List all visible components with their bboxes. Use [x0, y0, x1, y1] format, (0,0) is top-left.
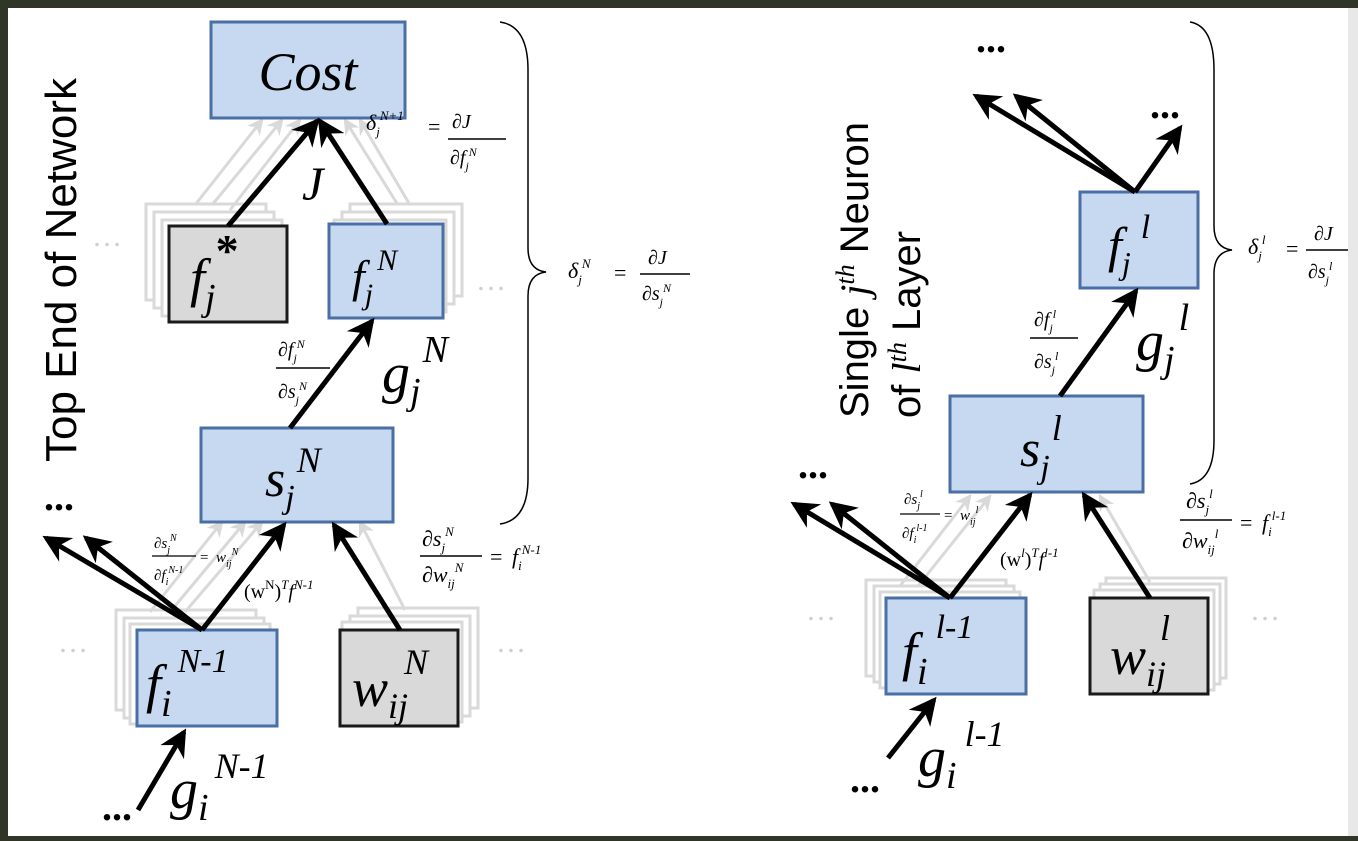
weighted-sum-box [199, 426, 395, 524]
neuron-weighted-sum-label: sjl [1020, 408, 1062, 486]
cost-function-label: J [302, 158, 326, 211]
svg-text:∂wijN: ∂wijN [422, 560, 465, 591]
more-outputs-ellipsis: ... [44, 474, 74, 519]
right-arrows [790, 93, 1183, 760]
svg-text:=: = [1286, 236, 1298, 261]
svg-text:∂sjl: ∂sjl [1034, 349, 1059, 377]
svg-text:fiN-1: fiN-1 [512, 542, 541, 573]
svg-text:∂sjN: ∂sjN [422, 524, 455, 555]
delta-layer-equation: δjN = ∂J ∂sjN [568, 247, 690, 309]
svg-text:=: = [428, 114, 440, 139]
svg-text:∂J: ∂J [1314, 223, 1334, 245]
svg-text:=: = [200, 550, 208, 566]
previous-activation-function-label: giN-1 [170, 746, 269, 829]
weight-label: wijN [352, 642, 430, 726]
svg-text:=: = [490, 544, 502, 569]
right-title-line-2: of lth Layer [883, 231, 929, 418]
svg-text:wijl: wijl [960, 505, 979, 528]
more-outputs-ellipsis: ... [798, 442, 828, 487]
neuron-weighted-sum-box [948, 394, 1145, 494]
neuron-activation-function-label: gjl [1136, 297, 1189, 381]
neuron-weighted-sum-expression: (wl)Tfl-1 [1000, 545, 1059, 571]
neuron-weight-box [1088, 596, 1210, 696]
svg-text:∂fjN: ∂fjN [450, 145, 478, 173]
right-title-line-1: Single jth Neuron [831, 122, 877, 418]
svg-text:∂sjN: ∂sjN [154, 533, 178, 556]
more-outputs-ellipsis: ... [1150, 82, 1180, 127]
more-inputs-ellipsis: ... [102, 784, 132, 829]
svg-text:∂fjN: ∂fjN [278, 337, 306, 365]
ghost-ellipsis: … [496, 626, 526, 659]
weight-derivative: ∂sjN ∂wijN = fiN-1 [420, 524, 541, 591]
neuron-delta-equation: δjl = ∂J ∂sjl [1248, 223, 1356, 287]
neuron-input-box [884, 596, 1028, 696]
svg-text:∂fjl: ∂fjl [1034, 307, 1057, 335]
left-title: Top End of Network [37, 77, 86, 462]
right-panel: … … fjl sjl fil-1 wijl gjl gil-1 [790, 16, 1356, 801]
activation-derivative: ∂fjN ∂sjN [276, 337, 330, 407]
neuron-brace [1189, 21, 1233, 485]
svg-text:∂wijl: ∂wijl [1182, 526, 1219, 557]
svg-text:∂sjN: ∂sjN [642, 281, 672, 309]
ghost-ellipsis: … [92, 220, 122, 253]
scroll-edge [1348, 8, 1358, 836]
svg-text:fil-1: fil-1 [1262, 508, 1286, 539]
neuron-activation-box [1078, 190, 1200, 290]
svg-text:∂fil-1: ∂fil-1 [902, 523, 927, 546]
svg-text:∂sjl: ∂sjl [904, 489, 923, 512]
svg-text:δjN: δjN [568, 256, 592, 287]
neuron-weight-label: wijl [1110, 608, 1170, 694]
left-arrows [42, 117, 403, 812]
previous-activation-box [135, 628, 279, 728]
neuron-weight-derivative: ∂sjl ∂wijl = fil-1 [1180, 486, 1286, 557]
activation-function-label: gjN [382, 329, 451, 413]
neuron-activation-derivative: ∂fjl ∂sjl [1030, 307, 1078, 377]
ghost-ellipsis: … [476, 264, 506, 297]
weight-box [338, 628, 460, 728]
svg-text:∂J: ∂J [648, 247, 668, 269]
svg-text:=: = [944, 508, 952, 524]
ghost-ellipsis: … [58, 626, 88, 659]
svg-text:=: = [1240, 510, 1252, 535]
output-activation-box [327, 222, 445, 320]
weighted-sum-label: sjN [265, 440, 323, 516]
svg-text:∂sjl: ∂sjl [1308, 259, 1333, 287]
more-inputs-ellipsis: ... [850, 756, 880, 801]
cost-label: Cost [258, 42, 359, 102]
cost-box [209, 20, 407, 120]
svg-text:∂J: ∂J [452, 111, 472, 133]
svg-text:∂fiN-1: ∂fiN-1 [154, 565, 183, 588]
svg-text:∂sjN: ∂sjN [278, 379, 308, 407]
more-outputs-ellipsis: ... [976, 16, 1006, 61]
layer-brace [499, 21, 547, 525]
svg-text:δjN+1: δjN+1 [366, 108, 404, 139]
previous-activation-label: fiN-1 [146, 643, 229, 725]
neuron-input-derivative: ∂sjl ∂fil-1 = wijl [900, 489, 979, 546]
ghost-ellipsis: … [1250, 594, 1280, 627]
target-output-box [167, 224, 289, 324]
svg-text:∂sjl: ∂sjl [1186, 486, 1213, 517]
ghost-ellipsis: … [806, 594, 836, 627]
svg-text:=: = [614, 260, 626, 285]
weighted-sum-expression: (wN)TfN-1 [244, 577, 313, 603]
svg-text:wijN: wijN [216, 547, 240, 570]
input-derivative: ∂sjN ∂fiN-1 = wijN [152, 533, 240, 588]
svg-text:δjl: δjl [1248, 232, 1266, 263]
neuron-input-function-label: gil-1 [918, 714, 1005, 797]
delta-output-equation: δjN+1 = ∂J ∂fjN [366, 108, 506, 173]
left-panel: … … … … Cost fj* fjN sjN fiN-1 wijN [37, 20, 690, 829]
